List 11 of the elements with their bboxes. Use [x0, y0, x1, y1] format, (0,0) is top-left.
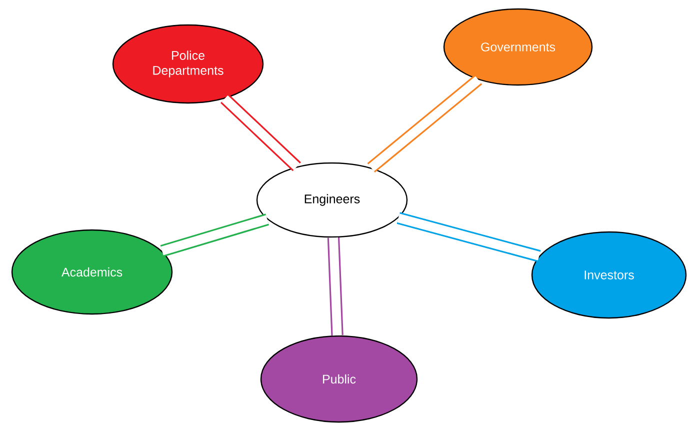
double-line: [327, 237, 344, 336]
double-line: [396, 212, 541, 262]
double-line: [160, 214, 270, 257]
double-line: [220, 94, 301, 172]
ellipse-node: Governments: [443, 8, 593, 86]
double-line: [367, 74, 482, 173]
ellipse-node: Police Departments: [112, 24, 264, 104]
ellipse-node: Investors: [531, 231, 687, 319]
ellipse-node: Engineers: [256, 162, 408, 238]
ellipse-node: Public: [260, 335, 418, 423]
ellipse-node: Academics: [11, 229, 173, 315]
